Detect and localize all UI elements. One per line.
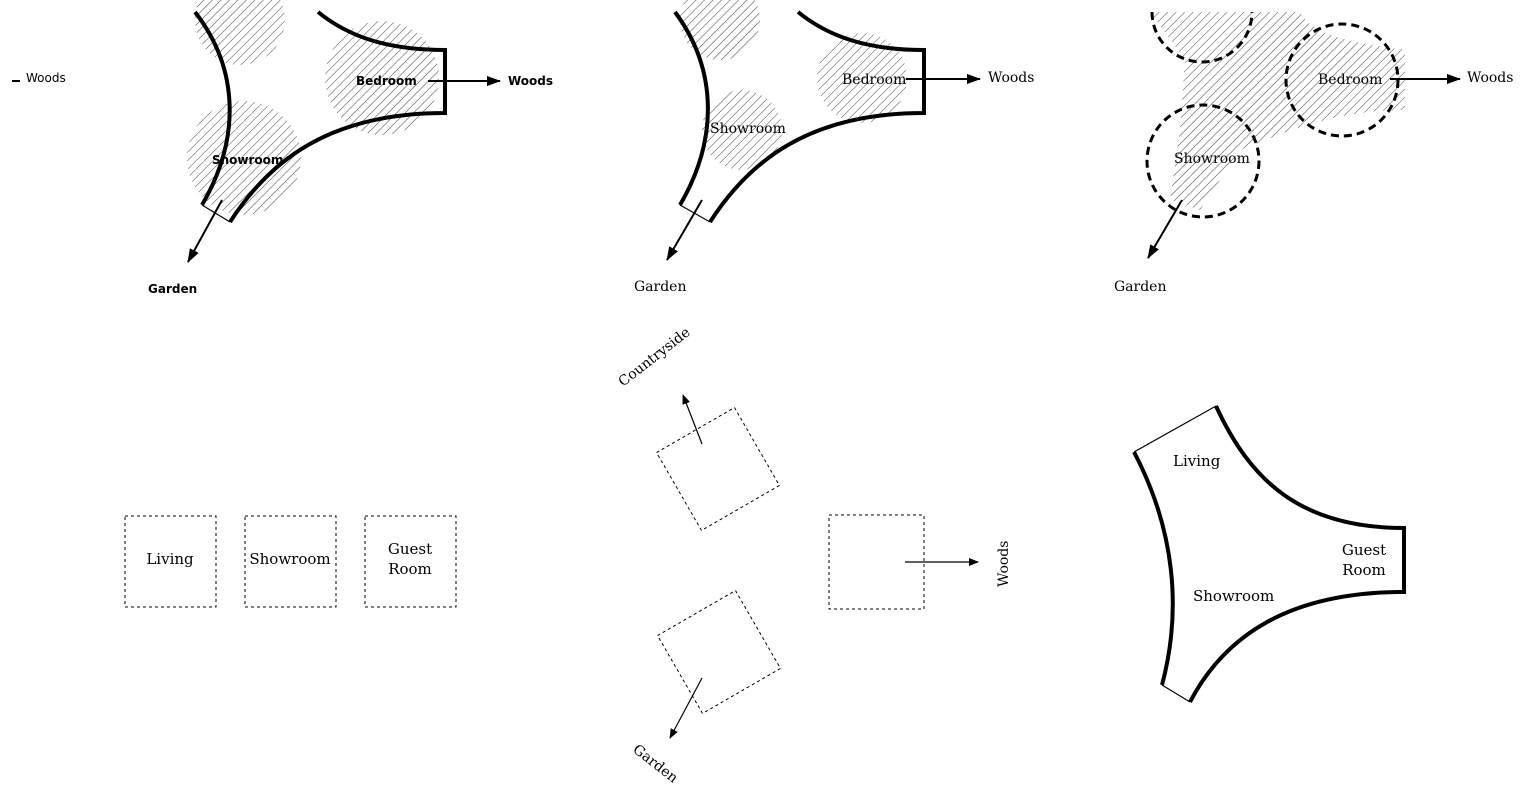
room-box-upper-left bbox=[655, 406, 781, 532]
label-guest: Guest bbox=[388, 540, 432, 558]
label-garden: Garden bbox=[630, 742, 681, 787]
dashed-circle-top bbox=[1150, 11, 1254, 64]
label-garden: Garden bbox=[634, 279, 687, 295]
label-showroom: Showroom bbox=[249, 550, 330, 568]
hatched-zone-top bbox=[680, 0, 760, 60]
arrow-garden bbox=[1147, 199, 1183, 259]
room-box-right bbox=[828, 514, 925, 610]
label-woods: Woods bbox=[1467, 70, 1513, 86]
label-woods: Woods bbox=[996, 541, 1012, 587]
label-countryside: Countryside bbox=[616, 324, 694, 390]
edge-top-left bbox=[1133, 405, 1217, 453]
room-box-living bbox=[124, 515, 217, 608]
panel-top-left: Bedroom Showroom Woods Garden Woods bbox=[12, 0, 553, 296]
label-showroom: Showroom bbox=[1174, 151, 1250, 167]
dashed-circle-showroom bbox=[1145, 103, 1261, 219]
wall-left bbox=[193, 10, 232, 207]
room-box-lower-left bbox=[656, 589, 782, 715]
edge-bottom bbox=[1161, 684, 1191, 703]
panel-bottom-right: Living Guest Room Showroom bbox=[1132, 405, 1406, 703]
panel-top-right: Bedroom Showroom Woods Garden bbox=[1114, 11, 1513, 295]
wall-left bbox=[1132, 451, 1175, 686]
door-garden bbox=[201, 204, 231, 223]
hatched-region bbox=[1150, 12, 1405, 210]
hatched-zone-showroom bbox=[187, 101, 301, 215]
label-bedroom: Bedroom bbox=[1318, 72, 1382, 88]
label-showroom: Showroom bbox=[212, 153, 283, 167]
label-stray-woods: Woods bbox=[26, 71, 66, 85]
label-garden: Garden bbox=[1114, 279, 1167, 295]
label-garden: Garden bbox=[148, 282, 197, 296]
hatched-zone-showroom bbox=[702, 90, 782, 170]
label-bedroom: Bedroom bbox=[356, 74, 417, 88]
label-room: Room bbox=[388, 560, 432, 578]
label-guest: Guest bbox=[1342, 541, 1386, 559]
panel-bottom-middle: Countryside Woods Garden bbox=[616, 324, 1012, 786]
arrow-garden bbox=[187, 199, 223, 263]
arrow-garden bbox=[666, 199, 703, 261]
wall-left bbox=[673, 10, 710, 207]
arrow-garden bbox=[669, 677, 703, 739]
label-room: Room bbox=[1342, 561, 1386, 579]
arrow-countryside bbox=[682, 394, 703, 445]
wall-right bbox=[708, 10, 926, 224]
label-woods: Woods bbox=[988, 70, 1034, 86]
room-box-showroom bbox=[244, 515, 337, 608]
label-woods: Woods bbox=[508, 74, 553, 88]
room-box-guest-room bbox=[364, 515, 457, 608]
label-showroom: Showroom bbox=[1193, 587, 1274, 605]
panel-top-middle: Bedroom Showroom Woods Garden bbox=[634, 0, 1034, 295]
label-bedroom: Bedroom bbox=[842, 72, 906, 88]
wall-right bbox=[228, 10, 447, 224]
panel-bottom-left: Living Showroom Guest Room bbox=[124, 515, 457, 608]
label-living: Living bbox=[146, 550, 194, 568]
label-showroom: Showroom bbox=[710, 121, 786, 137]
hatched-zone-bedroom bbox=[817, 33, 907, 123]
label-living: Living bbox=[1173, 452, 1221, 470]
